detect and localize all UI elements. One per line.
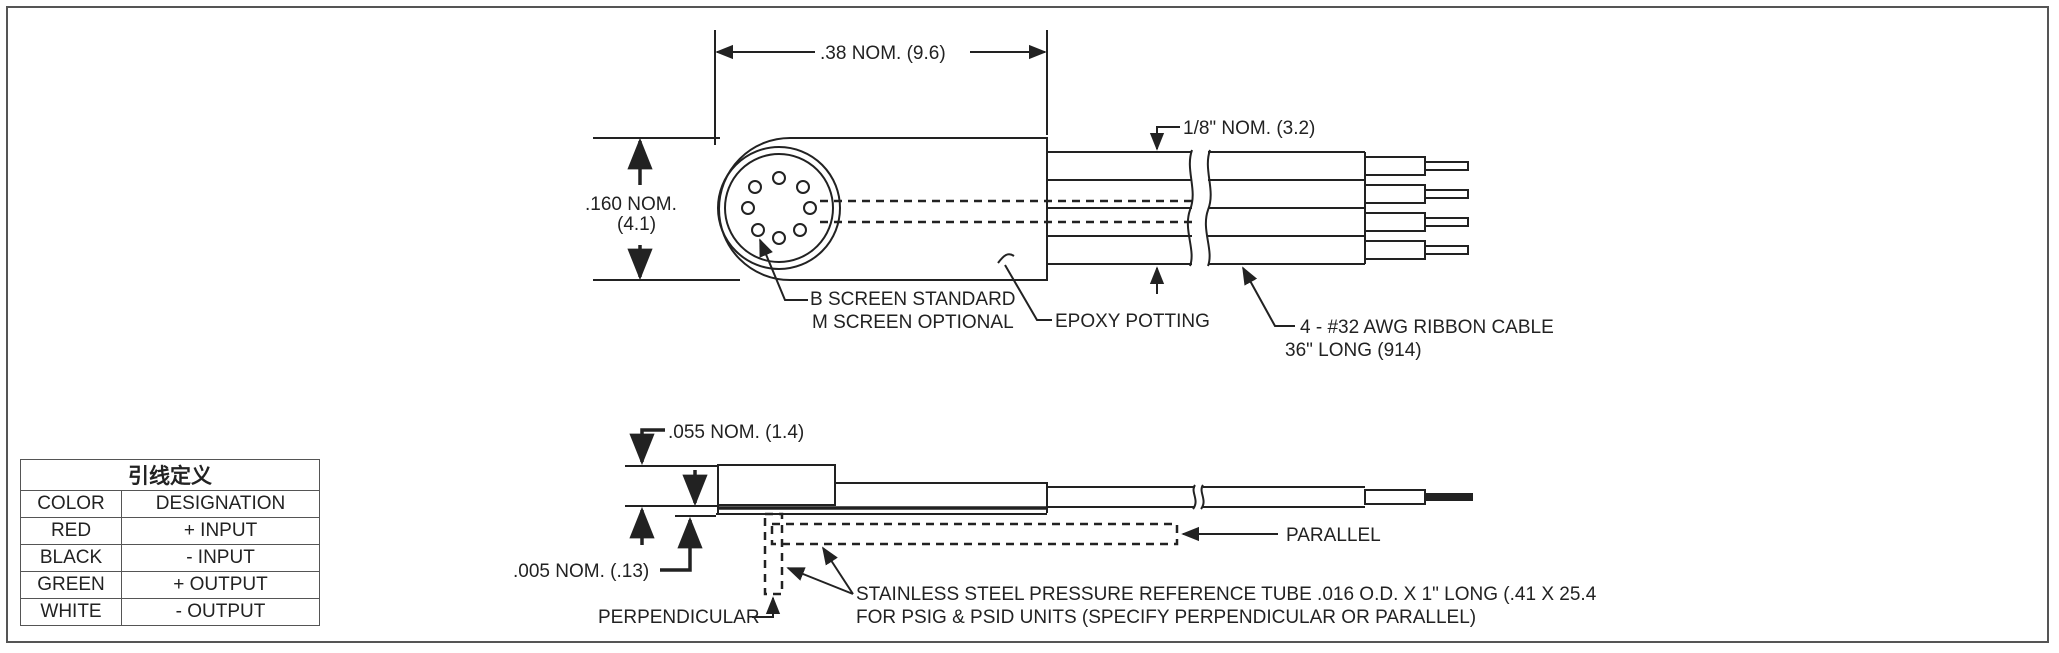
dim-height-label-2: (4.1) <box>617 214 656 235</box>
dim-gap: .005 NOM. (.13) <box>513 506 716 582</box>
dim-length: .38 NOM. (9.6) <box>714 30 1048 145</box>
ribbon-cable <box>1047 149 1469 267</box>
note-parallel: PARALLEL <box>1181 525 1381 546</box>
cell-designation: - INPUT <box>121 544 320 572</box>
wire-definition-table: 引线定义 COLOR DESIGNATION RED + INPUT BLACK… <box>20 459 320 626</box>
tube-parallel <box>770 522 1179 546</box>
dim-cable-pitch-label: 1/8" NOM. (3.2) <box>1183 118 1315 139</box>
cell-color: BLACK <box>20 544 122 572</box>
side-view: .055 NOM. (1.4) .005 NOM. (.13) PARALLEL… <box>513 422 1597 628</box>
side-cable <box>1047 484 1426 510</box>
cell-designation: + OUTPUT <box>121 571 320 599</box>
top-view: .38 NOM. (9.6) .160 NOM. (4.1) 1/8" NOM.… <box>585 30 1554 361</box>
column-header-designation: DESIGNATION <box>121 490 320 518</box>
sensor-screen-outer <box>717 146 841 270</box>
cell-color: RED <box>20 517 122 545</box>
dim-length-label: .38 NOM. (9.6) <box>820 43 946 64</box>
sensor-screen-inner <box>724 153 834 263</box>
note-perpendicular: PERPENDICULAR <box>598 596 781 628</box>
note-screen: B SCREEN STANDARD M SCREEN OPTIONAL <box>759 238 1016 333</box>
dim-thickness: .055 NOM. (1.4) <box>625 422 804 507</box>
table-row: BLACK - INPUT <box>20 544 320 572</box>
note-perpendicular-label: PERPENDICULAR <box>598 607 760 628</box>
cell-designation: + INPUT <box>121 517 320 545</box>
note-potting-label: EPOXY POTTING <box>1055 311 1210 332</box>
note-potting: EPOXY POTTING <box>997 253 1210 332</box>
column-header-color: COLOR <box>20 490 122 518</box>
note-tube: STAINLESS STEEL PRESSURE REFERENCE TUBE … <box>786 546 1597 628</box>
cell-color: GREEN <box>20 571 122 599</box>
note-tube-label-1: STAINLESS STEEL PRESSURE REFERENCE TUBE … <box>856 584 1597 605</box>
note-cable-label-2: 36" LONG (914) <box>1285 340 1422 361</box>
table-header-row: COLOR DESIGNATION <box>20 490 320 518</box>
table-row: WHITE - OUTPUT <box>20 598 320 626</box>
dim-thickness-label: .055 NOM. (1.4) <box>668 422 804 443</box>
dim-height-label-1: .160 NOM. <box>585 194 677 215</box>
note-cable-label-1: 4 - #32 AWG RIBBON CABLE <box>1300 317 1554 338</box>
note-tube-label-2: FOR PSIG & PSID UNITS (SPECIFY PERPENDIC… <box>856 607 1476 628</box>
cell-designation: - OUTPUT <box>121 598 320 626</box>
note-screen-label-1: B SCREEN STANDARD <box>810 289 1016 310</box>
side-conductor <box>1425 493 1473 501</box>
note-cable: 4 - #32 AWG RIBBON CABLE 36" LONG (914) <box>1242 266 1554 361</box>
tube-perpendicular <box>763 512 784 596</box>
cell-color: WHITE <box>20 598 122 626</box>
dim-gap-label: .005 NOM. (.13) <box>513 561 649 582</box>
drawing-frame <box>6 6 2049 643</box>
dim-cable-pitch: 1/8" NOM. (3.2) <box>1149 118 1315 294</box>
screen-holes <box>741 171 817 245</box>
side-die <box>717 464 836 506</box>
table-row: RED + INPUT <box>20 517 320 545</box>
note-screen-label-2: M SCREEN OPTIONAL <box>812 312 1014 333</box>
table-row: GREEN + OUTPUT <box>20 571 320 599</box>
dim-height: .160 NOM. (4.1) <box>585 137 740 281</box>
wire-table-title: 引线定义 <box>20 459 320 491</box>
note-parallel-label: PARALLEL <box>1286 525 1381 546</box>
